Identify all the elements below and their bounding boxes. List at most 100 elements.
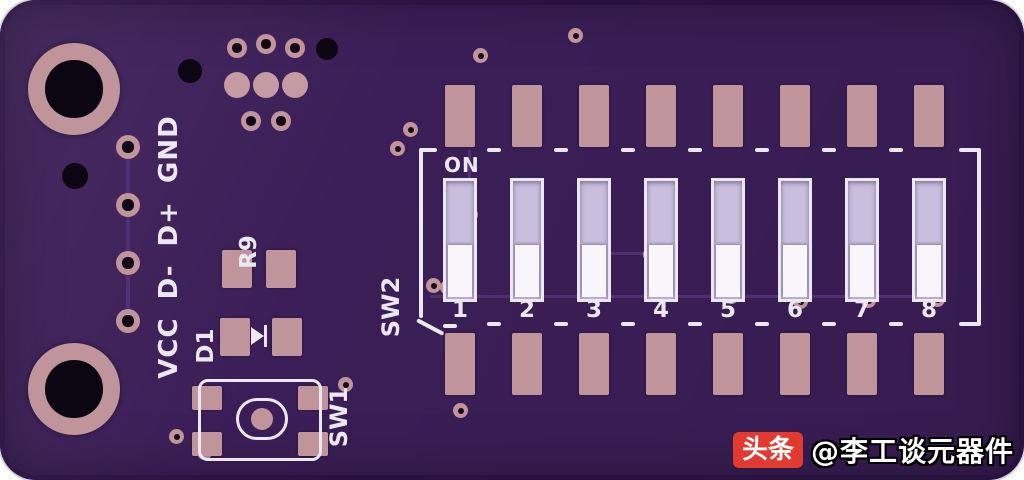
smd-pad — [713, 333, 743, 395]
switch-slider — [917, 245, 941, 297]
sw2-label: SW2 — [377, 276, 405, 338]
sw1-button-pad — [251, 408, 273, 430]
switch-slider — [582, 245, 606, 297]
connector-pad — [253, 72, 279, 98]
switch-frame — [510, 178, 544, 302]
via — [338, 377, 353, 392]
via — [169, 429, 184, 444]
via — [453, 403, 468, 418]
sw2-on-label: ON — [444, 153, 480, 177]
dip-switch-position-7: 7 — [845, 85, 879, 400]
sw2-outline-left — [419, 148, 423, 318]
trace — [126, 147, 130, 323]
sw2-tick — [688, 322, 702, 326]
sw2-tick — [755, 148, 769, 152]
watermark-badge: 头条 — [732, 432, 803, 468]
r9-pad — [266, 250, 296, 288]
switch-frame — [711, 178, 745, 302]
switch-number: 1 — [451, 297, 468, 323]
mounting-hole-top-left — [28, 43, 120, 135]
dip-switch-position-5: 5 — [711, 85, 745, 400]
sw2-tick — [554, 322, 568, 326]
sw2-tick — [688, 148, 702, 152]
drill-hole — [62, 163, 88, 189]
switch-frame — [845, 178, 879, 302]
pad-dminus — [116, 251, 140, 275]
drill-hole — [316, 38, 338, 60]
sw2-tick — [755, 322, 769, 326]
mounting-hole-bottom-left — [28, 343, 120, 435]
sw2-tick — [487, 148, 501, 152]
watermark-handle: @李工谈元器件 — [810, 435, 1014, 468]
smd-pad — [512, 85, 542, 147]
sw2-outline-corner — [416, 318, 445, 336]
d1-pad — [272, 318, 302, 356]
trace — [600, 252, 664, 255]
r9-pad — [222, 250, 252, 288]
pad-dplus — [116, 193, 140, 217]
sw2-outline-stub — [419, 148, 437, 152]
sw2-tick — [889, 322, 903, 326]
connector-pad — [227, 38, 247, 58]
dip-switch-position-1: 1 — [443, 85, 477, 400]
via — [568, 28, 583, 43]
dip-switch-position-6: 6 — [778, 85, 812, 400]
switch-frame — [577, 178, 611, 302]
switch-slider — [783, 245, 807, 297]
switch-slider — [448, 245, 472, 297]
d1-label: D1 — [193, 328, 219, 364]
smd-pad — [445, 85, 475, 147]
sw2-tick — [822, 322, 836, 326]
switch-number: 5 — [719, 297, 736, 323]
smd-pad — [914, 333, 944, 395]
sw2-outline-stub — [959, 322, 979, 326]
switch-number: 7 — [853, 297, 870, 323]
switch-number: 2 — [518, 297, 535, 323]
connector-pad — [282, 72, 308, 98]
sw2-outline-stub — [443, 324, 457, 328]
smd-pad — [646, 333, 676, 395]
switch-frame — [778, 178, 812, 302]
switch-slider — [515, 245, 539, 297]
sw2-outline-stub — [959, 148, 979, 152]
r9-label: R9 — [236, 235, 262, 269]
sw2-tick — [621, 148, 635, 152]
d1-pad — [220, 318, 250, 356]
sw1-label: SW1 — [325, 386, 353, 448]
via — [403, 122, 418, 137]
connector-pad — [256, 34, 276, 54]
dip-switch-position-2: 2 — [510, 85, 544, 400]
sw2-tick — [621, 322, 635, 326]
switch-number: 8 — [920, 297, 937, 323]
via — [473, 48, 488, 63]
sw2-outline-right — [977, 148, 981, 326]
watermark: 头条 @李工谈元器件 — [732, 430, 1014, 470]
switch-number: 3 — [585, 297, 602, 323]
smd-pad — [646, 85, 676, 147]
connector-pad — [285, 38, 305, 58]
sw1-silkscreen-outline — [198, 379, 322, 461]
drill-hole — [178, 59, 202, 83]
switch-frame — [912, 178, 946, 302]
switch-number: 6 — [786, 297, 803, 323]
pad-vcc — [116, 309, 140, 333]
via — [390, 141, 405, 156]
switch-slider — [649, 245, 673, 297]
sw2-tick — [889, 148, 903, 152]
sw1-pad — [192, 386, 222, 410]
switch-slider — [716, 245, 740, 297]
smd-pad — [780, 85, 810, 147]
dip-switch-position-4: 4 — [644, 85, 678, 400]
diode-symbol-icon — [264, 325, 267, 347]
via — [426, 278, 441, 293]
smd-pad — [914, 85, 944, 147]
pad-gnd — [116, 135, 140, 159]
smd-pad — [713, 85, 743, 147]
sw2-tick — [487, 322, 501, 326]
sw1-pad — [298, 386, 328, 410]
switch-frame — [443, 178, 477, 302]
smd-pad — [579, 333, 609, 395]
smd-pad — [847, 333, 877, 395]
sw2-tick — [822, 148, 836, 152]
